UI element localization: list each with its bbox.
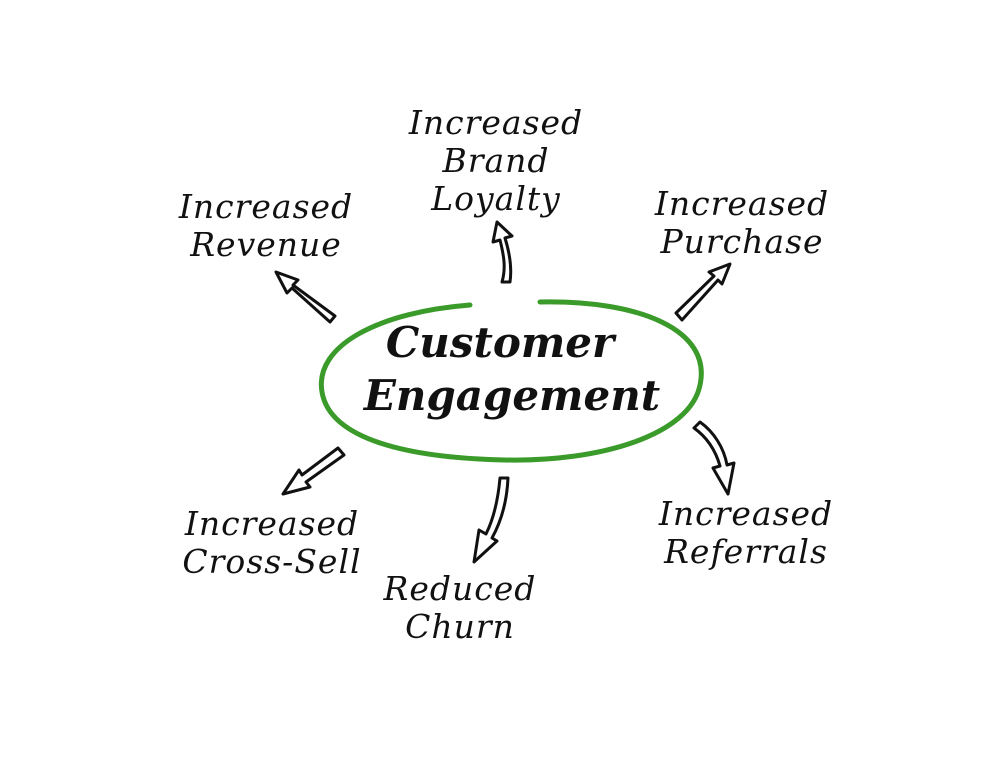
arrow-to-churn [472, 476, 510, 564]
arrow-to-brand-loyalty [491, 220, 514, 284]
arrow-to-revenue [274, 270, 337, 324]
cross-sell-line2: Cross-Sell [182, 542, 361, 581]
purchase-line2: Purchase [659, 222, 823, 261]
brand-loyalty-line1: Increased [408, 103, 583, 142]
arrow-to-purchase [674, 262, 732, 322]
referrals-line1: Increased [658, 494, 833, 533]
brand-loyalty-line3: Loyalty [430, 179, 561, 218]
cross-sell-line1: Increased [184, 504, 359, 543]
referrals-line2: Referrals [663, 532, 828, 571]
brand-loyalty-line2: Brand [441, 141, 549, 180]
center-ellipse [318, 299, 704, 463]
arrow-to-referrals [692, 420, 736, 496]
center-title-line1: Customer [386, 318, 617, 367]
purchase-line1: Increased [654, 184, 829, 223]
arrow-to-cross-sell [281, 446, 346, 496]
revenue-line1: Increased [178, 187, 353, 226]
center-title-line2: Engagement [363, 371, 660, 420]
revenue-line2: Revenue [189, 225, 342, 264]
churn-line1: Reduced [383, 569, 537, 608]
churn-line2: Churn [405, 607, 515, 646]
